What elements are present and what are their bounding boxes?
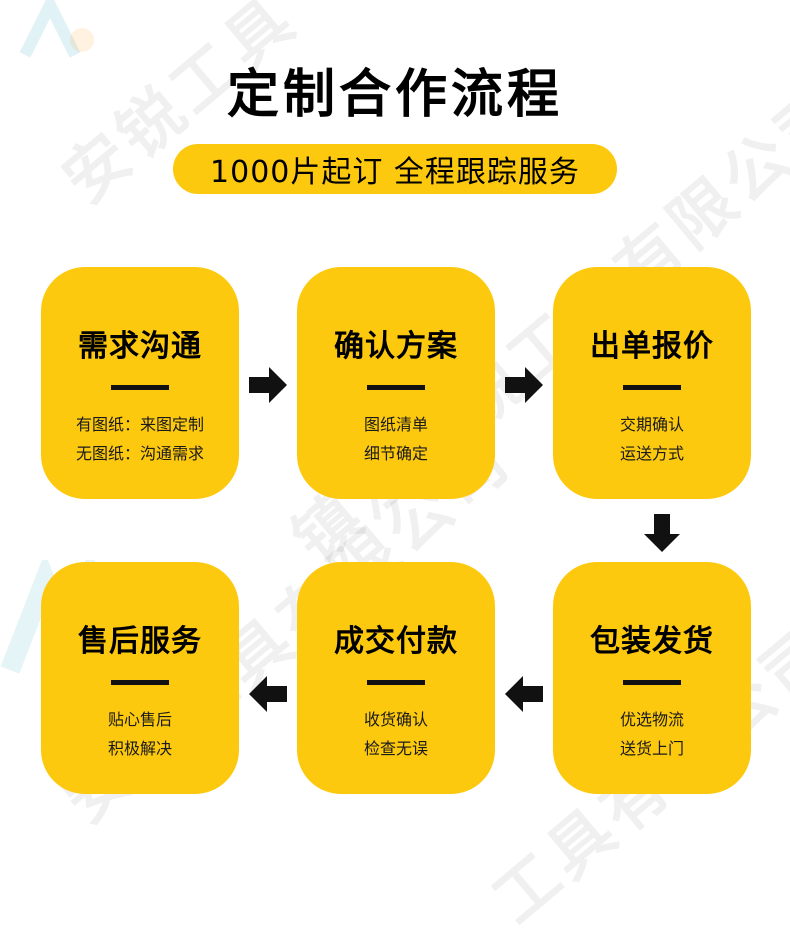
arrow-left-icon bbox=[505, 676, 543, 712]
divider bbox=[111, 385, 169, 390]
step-detail: 优选物流 bbox=[619, 710, 684, 729]
arrow-right-icon bbox=[505, 367, 543, 403]
step-card-1: 需求沟通 有图纸：来图定制 无图纸：沟通需求 bbox=[41, 267, 239, 499]
arrow-down-icon bbox=[644, 514, 680, 552]
step-detail: 有图纸：来图定制 bbox=[75, 415, 204, 434]
step-card-3: 出单报价 交期确认 运送方式 bbox=[553, 267, 751, 499]
subtitle-text: 1000片起订 全程跟踪服务 bbox=[210, 155, 580, 190]
divider bbox=[367, 680, 425, 685]
arrow-left-icon bbox=[249, 676, 287, 712]
step-title: 包装发货 bbox=[590, 624, 714, 659]
step-detail: 送货上门 bbox=[619, 739, 684, 758]
step-title: 确认方案 bbox=[334, 329, 458, 364]
step-card-6: 售后服务 贴心售后 积极解决 bbox=[41, 562, 239, 794]
divider bbox=[367, 385, 425, 390]
step-title: 出单报价 bbox=[590, 329, 714, 364]
divider bbox=[623, 385, 681, 390]
step-detail: 无图纸：沟通需求 bbox=[75, 444, 204, 463]
step-detail: 图纸清单 bbox=[363, 415, 428, 434]
step-detail: 收货确认 bbox=[363, 710, 428, 729]
page-title: 定制合作流程 bbox=[226, 65, 563, 125]
step-card-5: 成交付款 收货确认 检查无误 bbox=[297, 562, 495, 794]
step-title: 需求沟通 bbox=[78, 329, 202, 364]
step-detail: 细节确定 bbox=[363, 444, 428, 463]
step-detail: 贴心售后 bbox=[107, 710, 172, 729]
divider bbox=[111, 680, 169, 685]
arrow-right-icon bbox=[249, 367, 287, 403]
step-card-2: 确认方案 图纸清单 细节确定 bbox=[297, 267, 495, 499]
step-detail: 交期确认 bbox=[619, 415, 684, 434]
logo-icon bbox=[20, 0, 94, 58]
step-detail: 积极解决 bbox=[107, 739, 172, 758]
step-card-4: 包装发货 优选物流 送货上门 bbox=[553, 562, 751, 794]
step-detail: 运送方式 bbox=[619, 444, 684, 463]
step-detail: 检查无误 bbox=[363, 739, 428, 758]
step-title: 成交付款 bbox=[334, 624, 458, 659]
step-title: 售后服务 bbox=[78, 624, 202, 659]
divider bbox=[623, 680, 681, 685]
subtitle-pill: 1000片起订 全程跟踪服务 bbox=[173, 144, 617, 194]
